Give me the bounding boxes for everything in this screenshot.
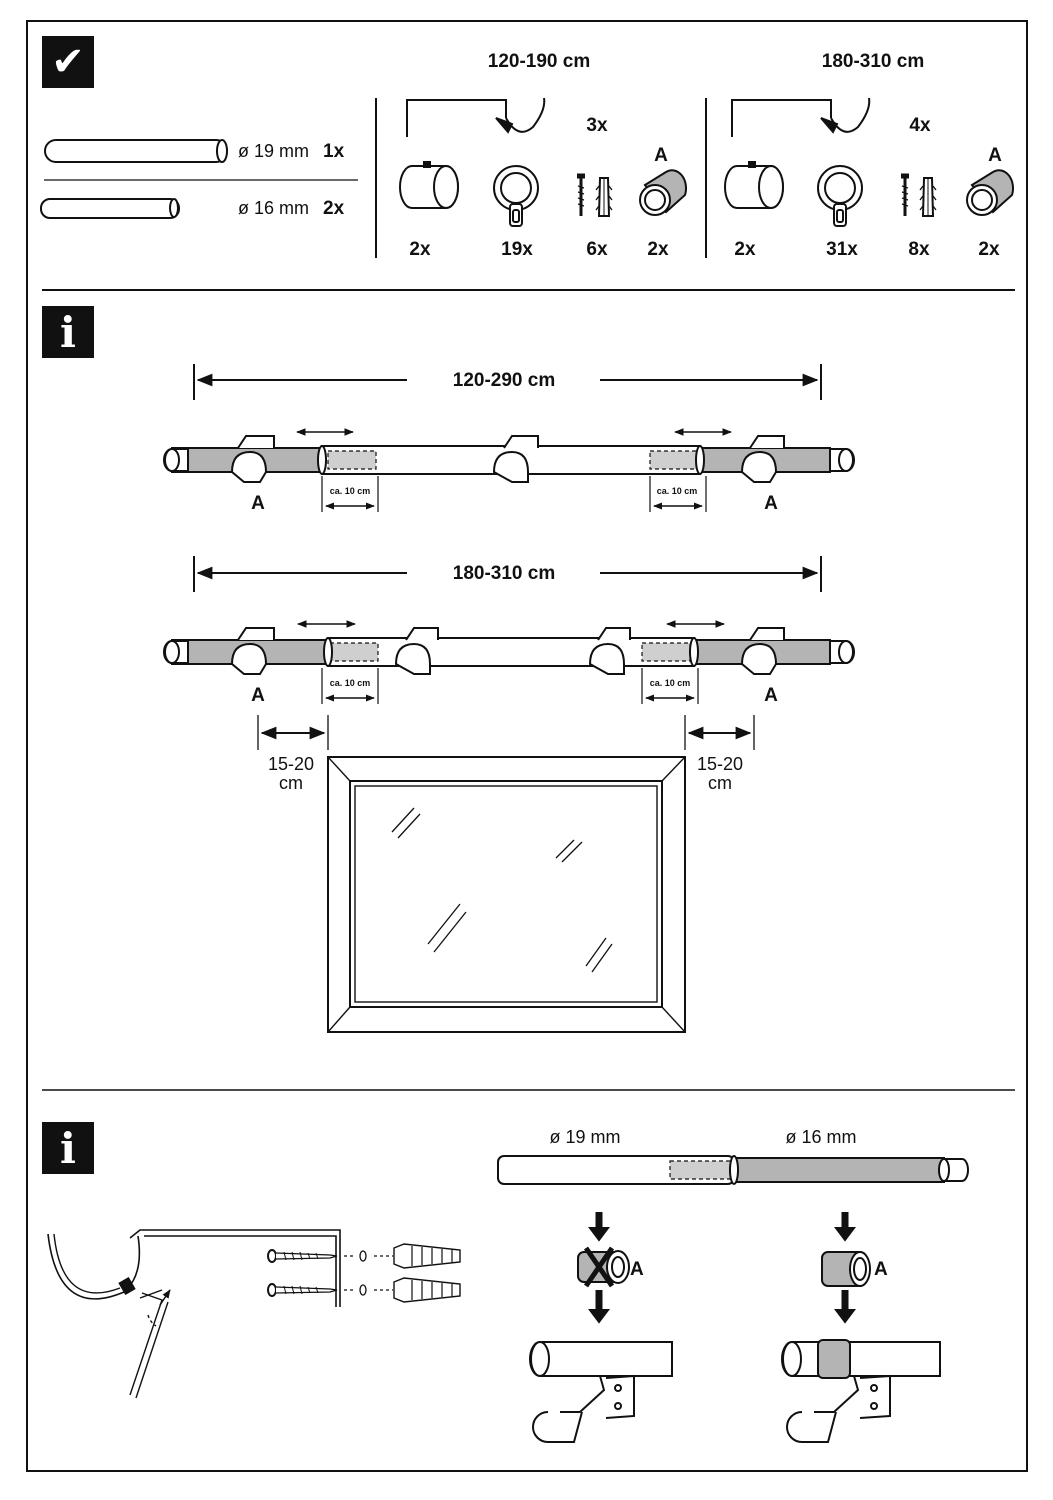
set-large-adapter-label: A	[988, 145, 1002, 166]
mount-rod-thin-diameter: ø 16 mm	[785, 1127, 857, 1147]
page-frame	[26, 20, 1028, 1472]
rod-a-overlap-right: ca. 10 cm	[656, 486, 698, 496]
window-margin-right: 15-20 cm	[697, 755, 743, 793]
end-cap-icon	[724, 161, 784, 209]
set-small-ring-qty: 19x	[501, 239, 533, 260]
set-small-adapter-label: A	[654, 145, 668, 166]
mount-rod-thick-diameter: ø 19 mm	[549, 1127, 621, 1147]
curtain-ring-icon	[493, 165, 539, 227]
bracket-icon	[406, 97, 546, 137]
set-small-range: 120-190 cm	[487, 51, 591, 72]
contents-section	[40, 97, 1015, 291]
rod-b-span: 180-310 cm	[452, 563, 556, 584]
info-icon: i	[42, 306, 94, 358]
rod-thin-diameter: ø 16 mm	[238, 198, 310, 218]
adapter-wrong-step	[529, 1212, 673, 1443]
adapter-correct-step	[781, 1212, 941, 1443]
adapter-wrong-label: A	[630, 1259, 644, 1280]
curtain-ring-icon	[817, 165, 863, 227]
dimensions-section	[42, 364, 1015, 1091]
window-margin-right-value: 15-20	[696, 754, 744, 774]
assembled-rod-short	[163, 428, 855, 512]
screw-icon	[267, 1249, 338, 1263]
set-large-bracket-qty: 4x	[909, 115, 931, 136]
rod-a-label-left: A	[251, 493, 265, 514]
rod-a-span: 120-290 cm	[452, 370, 556, 391]
wall-plug-icon	[393, 1243, 461, 1269]
window-margin-left-value: 15-20	[267, 754, 315, 774]
set-large-screw-qty: 8x	[908, 239, 930, 260]
assembled-rod-long	[163, 620, 855, 704]
end-cap-icon	[399, 161, 459, 209]
rod-b-overlap-right: ca. 10 cm	[649, 678, 691, 688]
rod-thin-icon	[40, 198, 180, 219]
set-large-ring-qty: 31x	[826, 239, 858, 260]
rod-thick-icon	[44, 139, 228, 163]
screw-and-plug-icon	[901, 173, 937, 217]
wall-plug-icon	[393, 1277, 461, 1303]
set-small-cap-qty: 2x	[409, 239, 431, 260]
rod-b-overlap-left: ca. 10 cm	[329, 678, 371, 688]
adapter-sleeve-icon	[966, 169, 1015, 216]
rod-diameter-comparison	[497, 1155, 969, 1185]
screw-and-plug-icon	[577, 173, 613, 217]
contents-check-icon: ✔	[42, 36, 94, 88]
set-small-adapter-qty: 2x	[647, 239, 669, 260]
set-small-screw-qty: 6x	[586, 239, 608, 260]
window-margin-right-unit: cm	[707, 773, 732, 793]
rod-a-label-right: A	[764, 493, 778, 514]
bracket-icon	[731, 97, 871, 137]
rod-a-overlap-left: ca. 10 cm	[329, 486, 371, 496]
mounting-section	[47, 1155, 969, 1443]
rod-thin-qty: 2x	[323, 198, 345, 219]
window-margin-left: 15-20 cm	[268, 755, 314, 793]
set-small-bracket-qty: 3x	[586, 115, 608, 136]
rod-thick-qty: 1x	[323, 141, 345, 162]
rod-thick-diameter: ø 19 mm	[238, 141, 310, 161]
set-large-range: 180-310 cm	[821, 51, 925, 72]
set-large-cap-qty: 2x	[734, 239, 756, 260]
rod-b-label-right: A	[764, 685, 778, 706]
screw-icon	[267, 1283, 338, 1297]
rod-b-label-left: A	[251, 685, 265, 706]
adapter-sleeve-icon	[639, 169, 688, 216]
wall-bracket-side-view	[47, 1229, 461, 1399]
window-illustration	[327, 756, 686, 1033]
set-large-adapter-qty: 2x	[978, 239, 1000, 260]
window-margin-left-unit: cm	[278, 773, 303, 793]
info-icon: i	[42, 1122, 94, 1174]
adapter-right-label: A	[874, 1259, 888, 1280]
